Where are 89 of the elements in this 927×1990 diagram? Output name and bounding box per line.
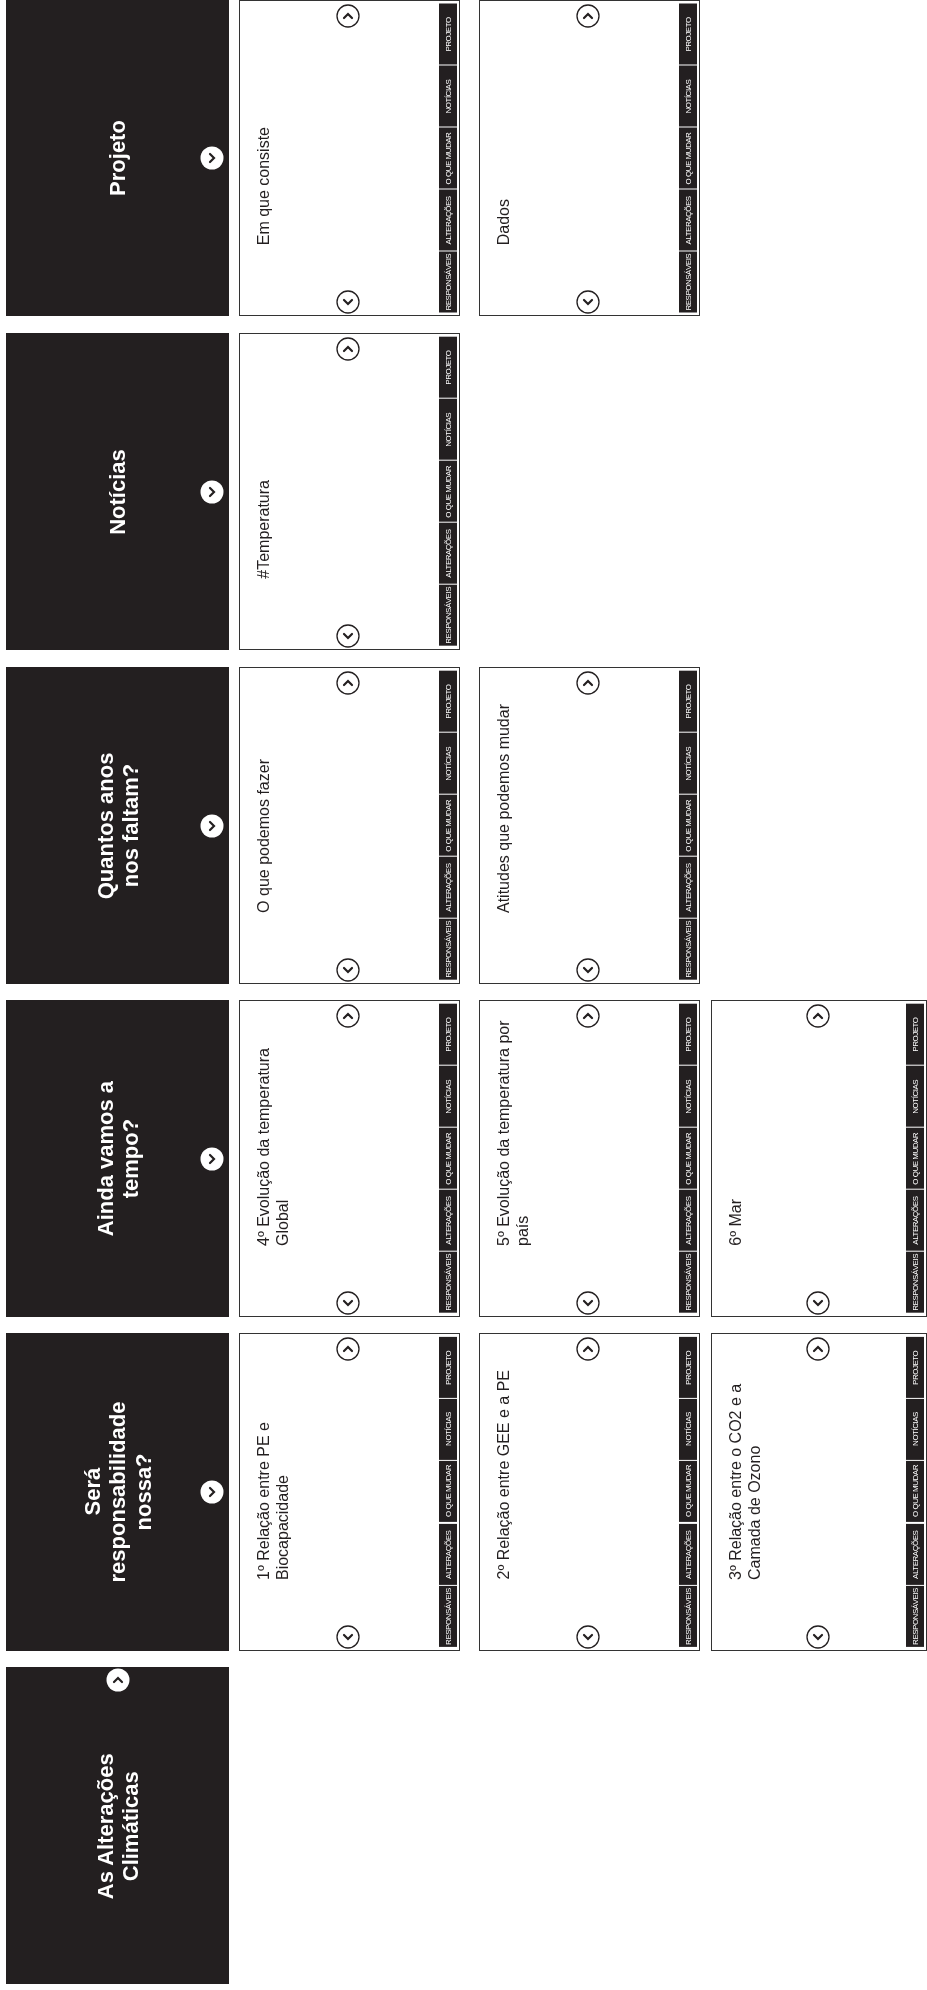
nav-tab: NOTÍCIAS	[439, 398, 457, 460]
nav-tab: NOTÍCIAS	[906, 1065, 924, 1127]
nav-tab: RESPONSÁVEIS	[906, 1586, 924, 1647]
card-title: 5º Evolução da temperatura por país	[494, 1019, 533, 1246]
nav-tab: O QUE MUDAR	[439, 794, 457, 856]
section-header-panel	[6, 1000, 229, 1317]
nav-tab: O QUE MUDAR	[439, 1127, 457, 1189]
nav-tab: RESPONSÁVEIS	[906, 1252, 924, 1313]
nav-tab: RESPONSÁVEIS	[439, 251, 457, 312]
nav-tab: RESPONSÁVEIS	[439, 1252, 457, 1313]
content-card	[479, 1000, 700, 1317]
nav-tab: NOTÍCIAS	[906, 1398, 924, 1460]
nav-tab: O QUE MUDAR	[439, 1461, 457, 1523]
nav-tab: PROJETO	[439, 670, 457, 732]
nav-tab: ALTERAÇÕES	[679, 1523, 697, 1585]
nav-tab: PROJETO	[906, 1336, 924, 1398]
card-title: 2º Relação entre GEE e a PE	[494, 1370, 513, 1580]
nav-tab: O QUE MUDAR	[679, 1127, 697, 1189]
nav-tab: PROJETO	[679, 3, 697, 64]
card-title: 3º Relação entre o CO2 e a Camada de Ozono	[726, 1382, 765, 1580]
nav-tab: ALTERAÇÕES	[439, 523, 457, 584]
section-header-panel	[6, 0, 229, 316]
nav-tab: ALTERAÇÕES	[906, 1190, 924, 1251]
card-title: Em que consiste	[254, 126, 273, 245]
section-title: Quantos anos nos faltam?	[92, 751, 143, 901]
nav-tab: ALTERAÇÕES	[439, 857, 457, 918]
nav-tab: O QUE MUDAR	[679, 127, 697, 188]
nav-tab: RESPONSÁVEIS	[679, 1586, 697, 1647]
nav-tab: O QUE MUDAR	[439, 460, 457, 522]
content-card	[479, 0, 700, 316]
nav-tab: ALTERAÇÕES	[679, 857, 697, 918]
nav-tab: O QUE MUDAR	[679, 794, 697, 856]
nav-tab: O QUE MUDAR	[439, 127, 457, 188]
nav-tab: ALTERAÇÕES	[679, 189, 697, 250]
nav-tab: NOTÍCIAS	[679, 1065, 697, 1127]
content-card	[239, 1000, 460, 1317]
nav-tab: ALTERAÇÕES	[439, 1523, 457, 1585]
nav-tab: RESPONSÁVEIS	[679, 251, 697, 312]
nav-tab: RESPONSÁVEIS	[679, 919, 697, 980]
card-title: O que podemos fazer	[254, 759, 273, 913]
content-card	[711, 1000, 927, 1317]
section-header-panel	[6, 1333, 229, 1651]
nav-tab: NOTÍCIAS	[439, 65, 457, 126]
nav-tab: O QUE MUDAR	[906, 1127, 924, 1189]
nav-tab: PROJETO	[439, 3, 457, 64]
nav-tab: O QUE MUDAR	[679, 1461, 697, 1523]
nav-tab: PROJETO	[439, 1003, 457, 1065]
nav-tab: RESPONSÁVEIS	[439, 585, 457, 646]
nav-tab: NOTÍCIAS	[439, 1398, 457, 1460]
nav-tab: O QUE MUDAR	[906, 1461, 924, 1523]
nav-tab: NOTÍCIAS	[679, 65, 697, 126]
section-header-panel	[6, 333, 229, 650]
nav-tab: RESPONSÁVEIS	[439, 919, 457, 980]
content-card	[239, 333, 460, 650]
nav-tab: PROJETO	[679, 670, 697, 732]
content-card	[711, 1333, 927, 1651]
nav-tab: PROJETO	[906, 1003, 924, 1065]
nav-tab: PROJETO	[439, 1336, 457, 1398]
nav-tab: NOTÍCIAS	[679, 1398, 697, 1460]
section-title: Ainda vamos a tempo?	[92, 1079, 143, 1238]
nav-tab: RESPONSÁVEIS	[439, 1586, 457, 1647]
section-title: Projeto	[104, 120, 131, 196]
nav-tab: RESPONSÁVEIS	[679, 1252, 697, 1313]
section-title: As Alterações Climáticas	[92, 1751, 143, 1901]
nav-tab: NOTÍCIAS	[679, 732, 697, 794]
nav-tab: PROJETO	[679, 1003, 697, 1065]
nav-tab: NOTÍCIAS	[439, 732, 457, 794]
content-card	[479, 667, 700, 984]
content-card	[239, 667, 460, 984]
nav-tab: ALTERAÇÕES	[439, 1190, 457, 1251]
card-title: 6º Mar	[726, 1199, 745, 1246]
nav-tab: ALTERAÇÕES	[439, 189, 457, 250]
nav-tab: NOTÍCIAS	[439, 1065, 457, 1127]
nav-tab: ALTERAÇÕES	[679, 1190, 697, 1251]
section-header-panel	[6, 667, 229, 984]
card-title: #Temperatura	[254, 480, 273, 579]
content-card	[239, 1333, 460, 1651]
card-title: 1º Relação entre PE e Biocapacidade	[254, 1421, 293, 1580]
content-card	[239, 0, 460, 316]
nav-tab: PROJETO	[679, 1336, 697, 1398]
nav-tab: PROJETO	[439, 336, 457, 398]
section-title: Notícias	[104, 448, 131, 535]
card-title: Atitudes que podemos mudar	[494, 704, 513, 913]
nav-tab: ALTERAÇÕES	[906, 1523, 924, 1585]
section-title: Será responsabilidade nossa?	[79, 1401, 156, 1583]
card-title: 4º Evolução da temperatura Global	[254, 1047, 293, 1246]
content-card	[479, 1333, 700, 1651]
section-header-panel	[6, 1667, 229, 1984]
card-title: Dados	[494, 198, 513, 245]
